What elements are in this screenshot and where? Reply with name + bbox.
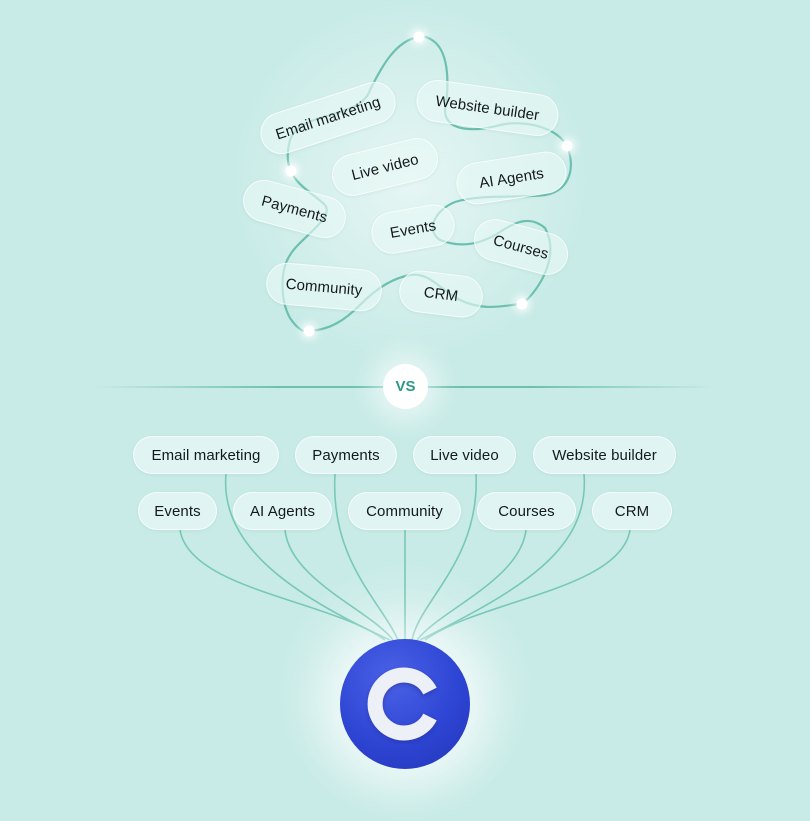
- pill-label: Live video: [349, 150, 421, 184]
- pill-label: AI Agents: [249, 502, 316, 520]
- pill-label: CRM: [614, 502, 650, 520]
- path-node: [303, 325, 315, 337]
- path-node: [413, 31, 425, 43]
- pill-label: Courses: [498, 502, 555, 520]
- path-node: [516, 298, 528, 310]
- pill-label: Events: [388, 216, 438, 242]
- c-logo-icon: [367, 667, 437, 741]
- path-node: [285, 165, 297, 177]
- pill-crm: CRM: [592, 492, 672, 530]
- pill-label: Courses: [491, 231, 551, 263]
- pill-courses: Courses: [477, 492, 576, 530]
- pill-payments: Payments: [295, 436, 397, 474]
- circle-logo: [340, 639, 470, 769]
- pill-label: Payments: [312, 446, 380, 464]
- pill-label: Community: [366, 502, 443, 520]
- pill-label: Email marketing: [151, 446, 261, 464]
- vs-badge: VS: [383, 364, 428, 409]
- pill-label: Website builder: [552, 446, 657, 464]
- pill-label: Payments: [259, 192, 330, 226]
- pill-label: Live video: [430, 446, 499, 464]
- pill-label: Website builder: [434, 92, 541, 124]
- pill-label: Community: [285, 275, 363, 299]
- pill-label: CRM: [422, 283, 460, 305]
- pill-label: Events: [154, 502, 201, 520]
- fan-lines: [179, 473, 631, 641]
- vs-label: VS: [395, 378, 416, 395]
- pill-website-builder: Website builder: [533, 436, 676, 474]
- pill-events: Events: [138, 492, 217, 530]
- pill-label: AI Agents: [478, 164, 545, 192]
- pill-email-marketing: Email marketing: [133, 436, 279, 474]
- pill-live-video: Live video: [413, 436, 516, 474]
- path-node: [561, 140, 573, 152]
- pill-ai-agents: AI Agents: [233, 492, 332, 530]
- pill-community: Community: [348, 492, 461, 530]
